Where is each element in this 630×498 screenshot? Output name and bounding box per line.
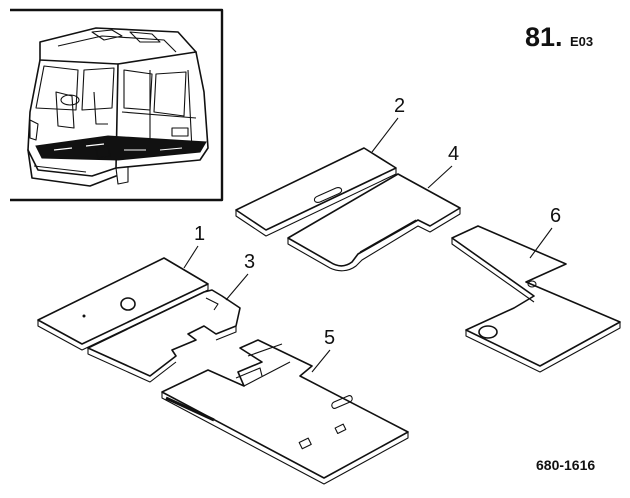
part-label-1: 1 — [194, 223, 205, 245]
part-label-3: 3 — [244, 251, 255, 273]
leader-line-1 — [183, 245, 199, 269]
floor-panel-2 — [235, 147, 397, 237]
cab-illustration — [27, 27, 209, 187]
part-label-4: 4 — [448, 143, 459, 165]
floor-panel-5 — [161, 339, 409, 485]
part-label-2: 2 — [394, 95, 405, 117]
floor-panel-6 — [451, 225, 621, 373]
leader-line-4 — [427, 165, 453, 189]
reference-code: 680-1616 — [536, 457, 595, 473]
section-number: 81. — [525, 22, 563, 52]
floor-panel-1 — [37, 257, 209, 351]
leader-line-5 — [311, 349, 331, 373]
floor-panel-3 — [87, 289, 241, 383]
floor-panel-4 — [287, 173, 461, 272]
section-suffix: E03 — [570, 34, 593, 49]
part-label-5: 5 — [324, 327, 335, 349]
leader-line-3 — [225, 273, 249, 301]
inset-frame — [10, 8, 224, 202]
leader-line-2 — [371, 117, 399, 153]
leader-line-6 — [529, 227, 553, 259]
part-label-6: 6 — [550, 205, 561, 227]
cab-inset — [10, 8, 224, 202]
